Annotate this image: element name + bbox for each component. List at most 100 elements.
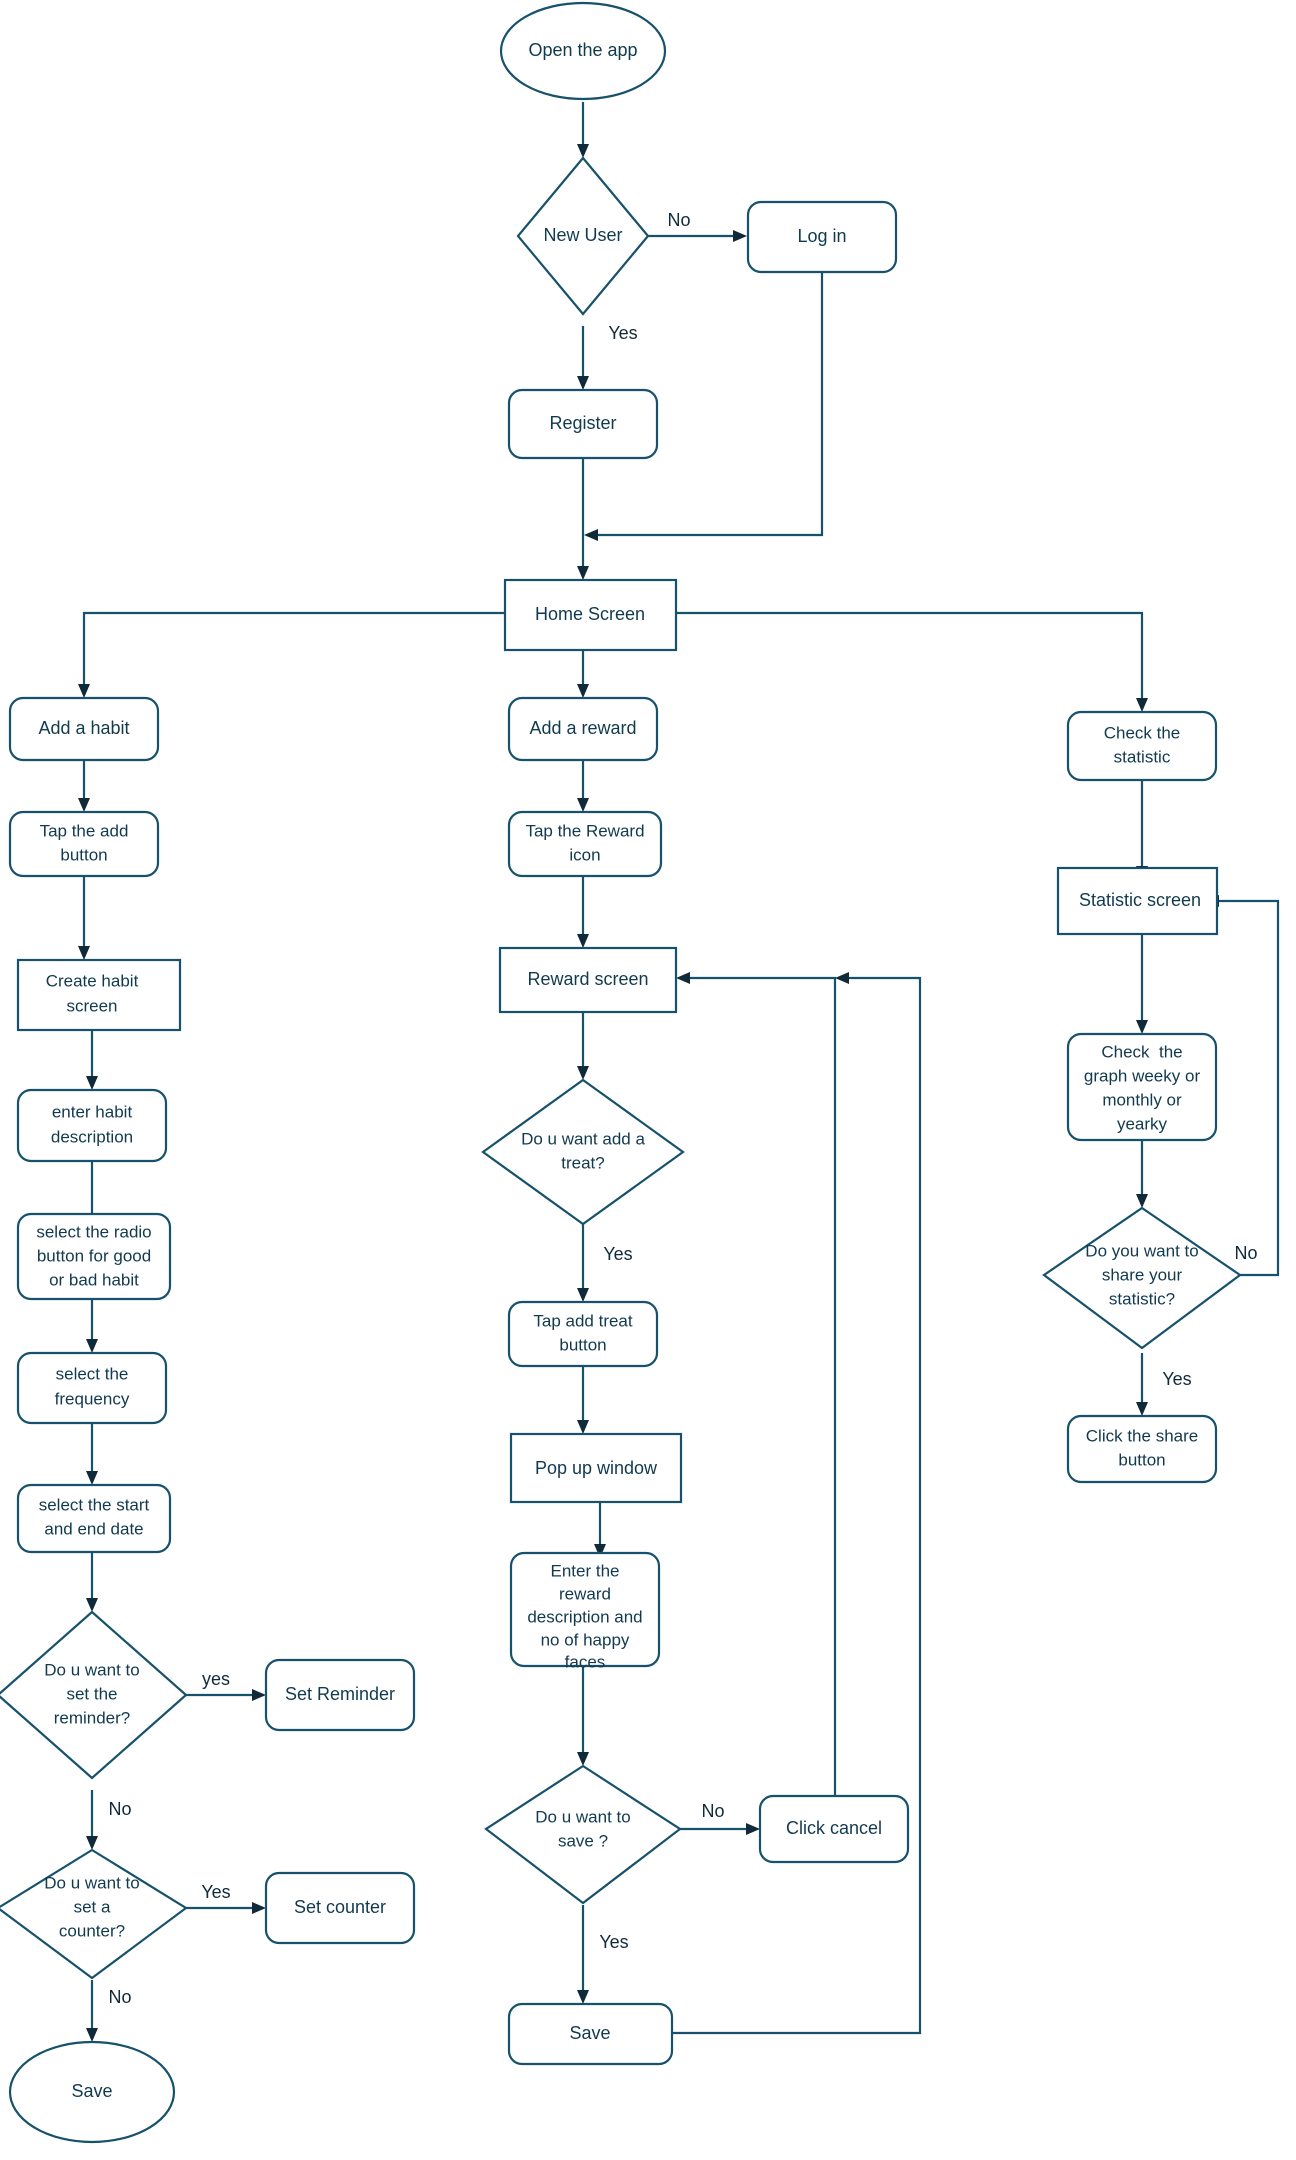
click-cancel-rect[interactable] (758, 1794, 910, 1864)
counter-question-diamond[interactable] (0, 1848, 188, 1980)
edge-label-save-yes: Yes (599, 1932, 628, 1952)
tap-add-treat-label-line1: Tap add treat (533, 1311, 633, 1330)
node-tap-reward-icon[interactable]: Tap the Reward icon (507, 810, 663, 878)
log-in-rect[interactable] (746, 200, 898, 274)
radio-rect[interactable] (16, 1212, 172, 1301)
home-screen-label: Home Screen (535, 604, 645, 624)
edge-login-to-home (596, 272, 824, 537)
node-enter-reward-details[interactable]: Enter the reward description and no of h… (509, 1551, 661, 1671)
reward-screen-label: Reward screen (527, 969, 648, 989)
arrowhead-shareq-to-clickshare (1136, 1402, 1148, 1416)
popup-window-label: Pop up window (535, 1458, 658, 1478)
edge-label-counter-no: No (108, 1987, 131, 2007)
edge-shareq-to-statscreen (1217, 899, 1280, 1277)
node-create-habit-screen[interactable]: Create habit screen (16, 958, 182, 1032)
node-tap-the-add-button[interactable]: Tap the add button (8, 810, 160, 878)
node-check-the-statistic[interactable]: Check the statistic (1066, 710, 1218, 782)
reminder-question-diamond[interactable] (0, 1610, 188, 1780)
arrowhead-rewardscreen-to-treatq (577, 1066, 589, 1080)
new-user-diamond[interactable] (516, 156, 650, 316)
radio-label-line1: select the radio (36, 1222, 151, 1241)
node-log-in[interactable]: Log in (746, 200, 898, 274)
enter-reward-label-line1: Enter the (551, 1561, 620, 1580)
treat-question-label-line1: Do u want add a (521, 1129, 645, 1148)
node-add-a-habit[interactable]: Add a habit (8, 696, 160, 762)
arrowhead-home-to-addreward (577, 684, 589, 698)
enter-desc-rect[interactable] (16, 1088, 168, 1163)
open-app-ellipse[interactable] (499, 1, 667, 101)
node-reward-screen[interactable]: Reward screen (498, 946, 678, 1014)
node-pop-up-window[interactable]: Pop up window (509, 1432, 683, 1504)
node-save-habit[interactable]: Save (8, 2040, 176, 2144)
tap-add-button-rect[interactable] (8, 810, 160, 878)
node-home-screen[interactable]: Home Screen (503, 578, 678, 652)
edge-home-to-addhabit (82, 611, 505, 686)
node-register[interactable]: Register (507, 388, 659, 460)
edge-label-share-yes: Yes (1162, 1369, 1191, 1389)
arrowhead-dates-to-reminderq (86, 1598, 98, 1612)
check-graph-label-line4: yearky (1117, 1114, 1168, 1133)
popup-window-rect[interactable] (509, 1432, 683, 1504)
save-habit-ellipse[interactable] (8, 2040, 176, 2144)
node-set-reminder[interactable]: Set Reminder (264, 1658, 416, 1732)
counter-question-label-line2: set a (74, 1897, 111, 1916)
arrowhead-radio-to-frequency (86, 1339, 98, 1353)
node-select-frequency[interactable]: select the frequency (16, 1351, 168, 1425)
add-habit-rect[interactable] (8, 696, 160, 762)
reminder-question-label-line2: set the (66, 1684, 117, 1703)
save-reward-label: Save (569, 2023, 610, 2043)
register-rect[interactable] (507, 388, 659, 460)
arrowhead-tapadd-to-createhabit (78, 946, 90, 960)
create-habit-label-line1: Create habit (46, 971, 139, 990)
reward-screen-rect[interactable] (498, 946, 678, 1014)
home-screen-rect[interactable] (503, 578, 678, 652)
save-question-diamond[interactable] (484, 1764, 682, 1905)
node-select-start-end-date[interactable]: select the start and end date (16, 1483, 172, 1554)
create-habit-rect[interactable] (16, 958, 182, 1032)
check-graph-label-line2: graph weeky or (1084, 1066, 1201, 1085)
enter-reward-rect[interactable] (509, 1551, 661, 1668)
node-statistic-screen[interactable]: Statistic screen (1056, 866, 1219, 936)
node-counter-question[interactable]: Do u want to set a counter? (0, 1848, 188, 1980)
click-cancel-label: Click cancel (786, 1818, 882, 1838)
edge-label-counter-yes: Yes (201, 1882, 230, 1902)
node-add-a-reward[interactable]: Add a reward (507, 696, 659, 762)
node-tap-add-treat-button[interactable]: Tap add treat button (507, 1300, 659, 1368)
enter-reward-label-line5: faces (565, 1652, 606, 1671)
edge-label-newuser-yes: Yes (608, 323, 637, 343)
node-select-radio-button[interactable]: select the radio button for good or bad … (16, 1212, 172, 1301)
save-habit-label: Save (71, 2081, 112, 2101)
set-reminder-rect[interactable] (264, 1658, 416, 1732)
check-graph-rect[interactable] (1066, 1032, 1218, 1142)
tap-add-button-label-line2: button (60, 845, 107, 864)
share-question-label-line3: statistic? (1109, 1289, 1175, 1308)
node-check-the-graph[interactable]: Check the graph weeky or monthly or year… (1066, 1032, 1218, 1142)
node-save-reward[interactable]: Save (507, 2002, 674, 2066)
node-open-the-app[interactable]: Open the app (499, 1, 667, 101)
check-statistic-rect[interactable] (1066, 710, 1218, 782)
node-click-cancel[interactable]: Click cancel (758, 1794, 910, 1864)
click-share-rect[interactable] (1066, 1414, 1218, 1484)
node-share-question[interactable]: Do you want to share your statistic? (1042, 1206, 1242, 1350)
set-counter-rect[interactable] (264, 1871, 416, 1945)
frequency-rect[interactable] (16, 1351, 168, 1425)
arrowhead-register-to-home (577, 566, 589, 580)
node-save-question[interactable]: Do u want to save ? (484, 1764, 682, 1905)
node-click-the-share-button[interactable]: Click the share button (1066, 1414, 1218, 1484)
node-new-user[interactable]: New User (516, 156, 650, 316)
node-enter-habit-description[interactable]: enter habit description (16, 1088, 168, 1163)
tap-reward-icon-rect[interactable] (507, 810, 663, 878)
node-treat-question[interactable]: Do u want add a treat? (481, 1078, 685, 1226)
add-reward-rect[interactable] (507, 696, 659, 762)
frequency-label-line2: frequency (55, 1389, 130, 1408)
dates-rect[interactable] (16, 1483, 172, 1554)
create-habit-label-line2: screen (66, 996, 117, 1015)
share-question-diamond[interactable] (1042, 1206, 1242, 1350)
treat-question-diamond[interactable] (481, 1078, 685, 1226)
save-reward-rect[interactable] (507, 2002, 674, 2066)
frequency-label-line1: select the (56, 1364, 129, 1383)
tap-add-treat-rect[interactable] (507, 1300, 659, 1368)
statistic-screen-rect[interactable] (1056, 866, 1219, 936)
node-reminder-question[interactable]: Do u want to set the reminder? (0, 1610, 188, 1780)
node-set-counter[interactable]: Set counter (264, 1871, 416, 1945)
